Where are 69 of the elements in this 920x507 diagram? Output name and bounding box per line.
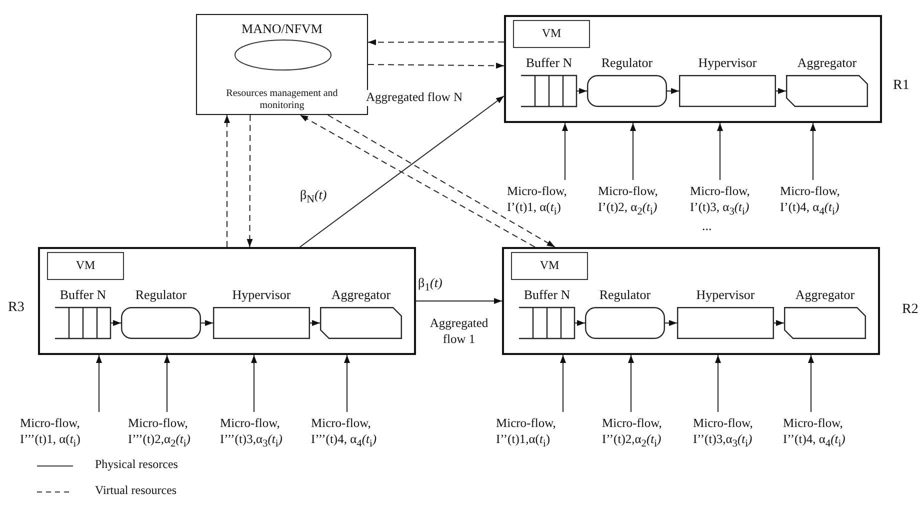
server-label: R3 [8,300,24,316]
micro-flow-label: Micro-flow, I’’’(t)4, α$_{4}$(t$_{i}$) [311,415,403,452]
vm-box: VM [511,252,588,280]
arrow [576,88,588,94]
arrow [808,354,814,412]
legend-label: Virtual resources [95,483,177,498]
arrow [200,320,214,326]
vm-box: VM [513,20,590,48]
micro-flow-label: Micro-flow, I’’’(t)3,α$_{3}$(t$_{i}$) [220,415,312,452]
box-title: MANO/NFVM [240,21,324,37]
component-label: Hypervisor [231,287,292,304]
arrow [776,88,786,94]
micro-flow-label: Micro-flow, I’(t)1, α(t$_{i}$) [507,183,599,220]
arrow [251,354,257,412]
micro-flow-label: Micro-flow, I’’(t)1,α(t$_{i}$) [496,415,588,452]
box-description: Resources management and monitoring [225,88,339,112]
micro-flow-label: Micro-flow, I’’(t)4, α$_{4}$(t$_{i}$) [783,415,875,452]
dashed-arrow [327,114,556,248]
ellipsis-label: ... [702,218,712,234]
arrow [110,320,122,326]
component-label: Buffer N [522,287,572,304]
rate-label: β$_{N}$(t) [300,187,327,206]
arrow [96,354,102,412]
arrow [164,354,170,412]
arrow [560,354,566,412]
arrow [310,320,320,326]
rate-label: β$_{1}$(t) [418,275,442,294]
arrow [664,320,678,326]
dashed-arrow [246,114,253,248]
arrow [416,298,502,304]
arrow [344,354,350,412]
micro-flow-label: Micro-flow, I’(t)4, α$_{4}$(t$_{i}$) [780,183,872,220]
arrow [717,122,723,180]
dashed-arrow [368,62,504,69]
management-box [196,14,368,115]
component-label: Aggregator [330,287,392,304]
component-label: Hypervisor [697,55,758,72]
server-label: R2 [902,302,918,318]
arrow [810,122,816,180]
micro-flow-label: Micro-flow, I’’’(t)1, α(t$_{i}$) [20,415,112,452]
micro-flow-label: Micro-flow, I’’(t)2,α$_{2}$(t$_{i}$) [602,415,694,452]
arrow [630,122,636,180]
server-box [38,247,416,355]
arrow [562,122,568,180]
arrow [774,320,784,326]
dashed-arrow [300,114,536,248]
component-label: Hypervisor [695,287,756,304]
edge-label: Aggregated flow N [366,90,462,106]
component-label: Aggregator [796,55,858,72]
dashed-arrow [368,39,504,46]
component-label: Buffer N [524,55,574,72]
dashed-arrow [224,114,230,248]
micro-flow-label: Micro-flow, I’’’(t)2,α$_{2}$(t$_{i}$) [128,415,220,452]
component-label: Aggregator [794,287,856,304]
legend-label: Physical resorces [95,457,178,472]
component-label: Regulator [600,55,654,72]
arrow [666,88,680,94]
component-label: Buffer N [58,287,108,304]
arrow [628,354,634,412]
arrow [574,320,586,326]
component-label: Regulator [598,287,652,304]
component-label: Regulator [134,287,188,304]
micro-flow-label: Micro-flow, I’(t)2, α$_{2}$(t$_{i}$) [598,183,690,220]
server-label: R1 [893,78,910,94]
server-box [504,15,882,123]
arrow [715,354,721,412]
arrow [299,96,504,248]
vm-box: VM [47,252,124,280]
server-box [502,247,880,355]
